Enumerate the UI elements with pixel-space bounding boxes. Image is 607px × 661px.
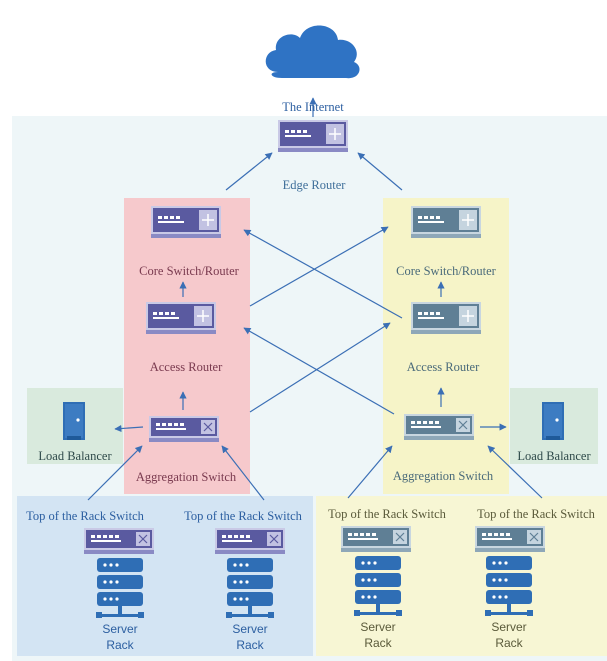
left-access-router-label: Access Router bbox=[149, 360, 223, 374]
server-rack-2-line1: Server bbox=[232, 622, 268, 636]
tor-switch-1-device bbox=[83, 527, 155, 555]
tor-switch-3-device bbox=[340, 525, 412, 553]
server-rack-4-line1: Server bbox=[491, 620, 527, 634]
tor-switch-2-device bbox=[214, 527, 286, 555]
server-rack-1-label: Server Rack bbox=[102, 621, 137, 653]
right-load-balancer-label: Load Balancer bbox=[517, 449, 591, 463]
tor-switch-3-label: Top of the Rack Switch bbox=[328, 507, 446, 521]
arrow-tor1-to-leftagg bbox=[87, 445, 143, 501]
server-rack-1-icon bbox=[96, 558, 144, 618]
left-aggregation-switch-device bbox=[148, 415, 220, 443]
left-core-router-device bbox=[150, 205, 222, 239]
server-rack-1-line1: Server bbox=[102, 622, 138, 636]
left-load-balancer-icon bbox=[63, 402, 85, 440]
server-rack-1-line2: Rack bbox=[106, 638, 134, 652]
arrow-leftagg-to-rightaccess bbox=[249, 322, 391, 413]
arrow-tor3-to-rightagg bbox=[347, 445, 393, 499]
edge-router-device bbox=[277, 119, 349, 153]
server-rack-4-icon bbox=[485, 556, 533, 616]
cloud-icon bbox=[265, 25, 360, 79]
right-access-router-device bbox=[410, 301, 482, 335]
server-rack-2-label: Server Rack bbox=[232, 621, 267, 653]
right-access-router-label: Access Router bbox=[406, 360, 480, 374]
left-access-router-device bbox=[145, 301, 217, 335]
server-rack-3-label: Server Rack bbox=[360, 619, 395, 651]
arrow-tor4-to-rightagg bbox=[487, 445, 543, 499]
right-core-router-device bbox=[410, 205, 482, 239]
internet-label: The Internet bbox=[282, 100, 344, 114]
right-load-balancer-icon bbox=[542, 402, 564, 440]
server-rack-2-icon bbox=[226, 558, 274, 618]
left-core-switch-label: Core Switch/Router bbox=[139, 264, 239, 278]
arrow-leftaccess-to-rightcore bbox=[249, 226, 389, 307]
server-rack-4-line2: Rack bbox=[495, 636, 523, 650]
right-core-switch-label: Core Switch/Router bbox=[396, 264, 496, 278]
right-aggregation-switch-device bbox=[403, 413, 475, 441]
server-rack-3-icon bbox=[354, 556, 402, 616]
arrow-rightagg-to-leftaccess bbox=[243, 327, 395, 415]
right-aggregation-switch-label: Aggregation Switch bbox=[392, 469, 494, 483]
arrow-leftagg-to-lb bbox=[114, 424, 144, 433]
left-load-balancer-label: Load Balancer bbox=[38, 449, 112, 463]
server-rack-3-line2: Rack bbox=[364, 636, 392, 650]
tor-switch-4-device bbox=[474, 525, 546, 553]
tor-switch-2-label: Top of the Rack Switch bbox=[184, 509, 302, 523]
arrow-leftcore-to-edge bbox=[225, 152, 273, 191]
arrow-rightcore-to-edge bbox=[357, 152, 403, 191]
tor-switch-4-label: Top of the Rack Switch bbox=[477, 507, 595, 521]
tor-switch-1-label: Top of the Rack Switch bbox=[26, 509, 144, 523]
arrow-tor2-to-leftagg bbox=[221, 445, 265, 501]
right-stack-region bbox=[383, 198, 509, 494]
arrow-rightaccess-to-leftcore bbox=[243, 229, 403, 319]
left-aggregation-switch-label: Aggregation Switch bbox=[135, 470, 237, 484]
server-rack-3-line1: Server bbox=[360, 620, 396, 634]
left-stack-region bbox=[124, 198, 250, 494]
server-rack-2-line2: Rack bbox=[236, 638, 264, 652]
edge-router-label: Edge Router bbox=[282, 178, 346, 192]
server-rack-4-label: Server Rack bbox=[491, 619, 526, 651]
